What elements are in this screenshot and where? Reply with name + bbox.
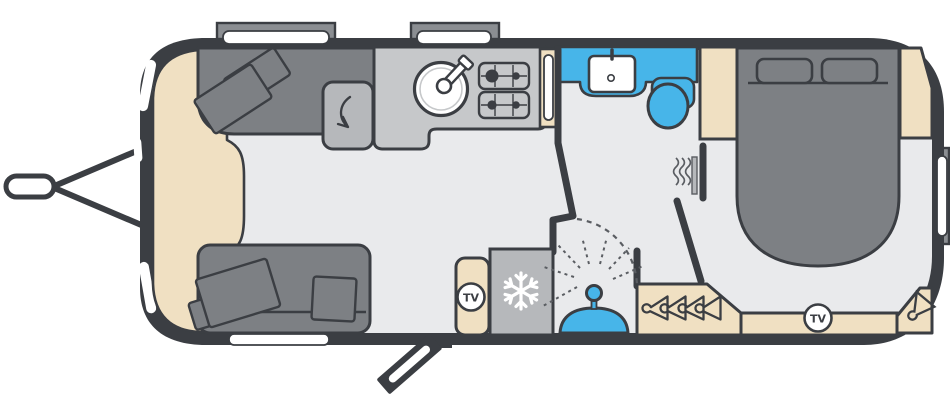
sink-tap	[435, 54, 475, 95]
tv-point-bedroom: TV	[803, 303, 833, 333]
pillow	[755, 57, 814, 85]
toilet-bowl	[646, 82, 690, 130]
window	[228, 333, 330, 346]
hitch-head	[3, 173, 57, 200]
bedside-cabinet-right	[898, 46, 934, 140]
tv-badge-circle	[803, 303, 833, 333]
pillow	[820, 57, 879, 85]
washroom-wall-left	[549, 45, 577, 256]
front-window	[138, 59, 157, 112]
kitchen	[321, 45, 559, 151]
tv-badge-label: TV	[810, 313, 827, 326]
a-frame	[49, 144, 149, 230]
front-window	[133, 137, 143, 162]
shower-spray	[540, 236, 644, 307]
basin-drain	[606, 74, 615, 83]
bedroom	[698, 45, 934, 268]
window	[222, 30, 330, 45]
radiator	[672, 156, 698, 195]
windows	[133, 30, 948, 346]
shower-head	[585, 284, 603, 302]
window	[936, 155, 948, 237]
hitch	[3, 144, 149, 230]
tall-unit-panel	[543, 54, 554, 121]
tv-badge-label: TV	[463, 292, 480, 305]
island-bed	[735, 46, 901, 268]
sofa-cushion	[193, 63, 273, 135]
tv-point-front: TV	[456, 282, 486, 312]
front-window	[138, 261, 157, 314]
wash-basin	[587, 54, 637, 94]
window	[416, 30, 492, 45]
shower	[540, 217, 644, 335]
sofa-cushion	[194, 257, 282, 329]
cabinet-door-swing	[321, 80, 375, 151]
door-leaf-panel	[388, 345, 431, 383]
sofa-cushion	[310, 275, 358, 323]
washroom-wall-diagonal	[673, 197, 705, 285]
four-burner-hob	[477, 61, 531, 120]
bedside-cabinet-left	[698, 45, 739, 141]
entry-door	[377, 334, 452, 394]
washroom	[549, 45, 707, 290]
base-units	[454, 247, 936, 337]
door-step	[438, 336, 452, 348]
tv-badge-circle	[456, 282, 486, 312]
door-swing-arc	[336, 95, 352, 129]
shower-screen-arc	[576, 217, 639, 287]
kitchen-sink-inner-ring	[419, 67, 463, 111]
